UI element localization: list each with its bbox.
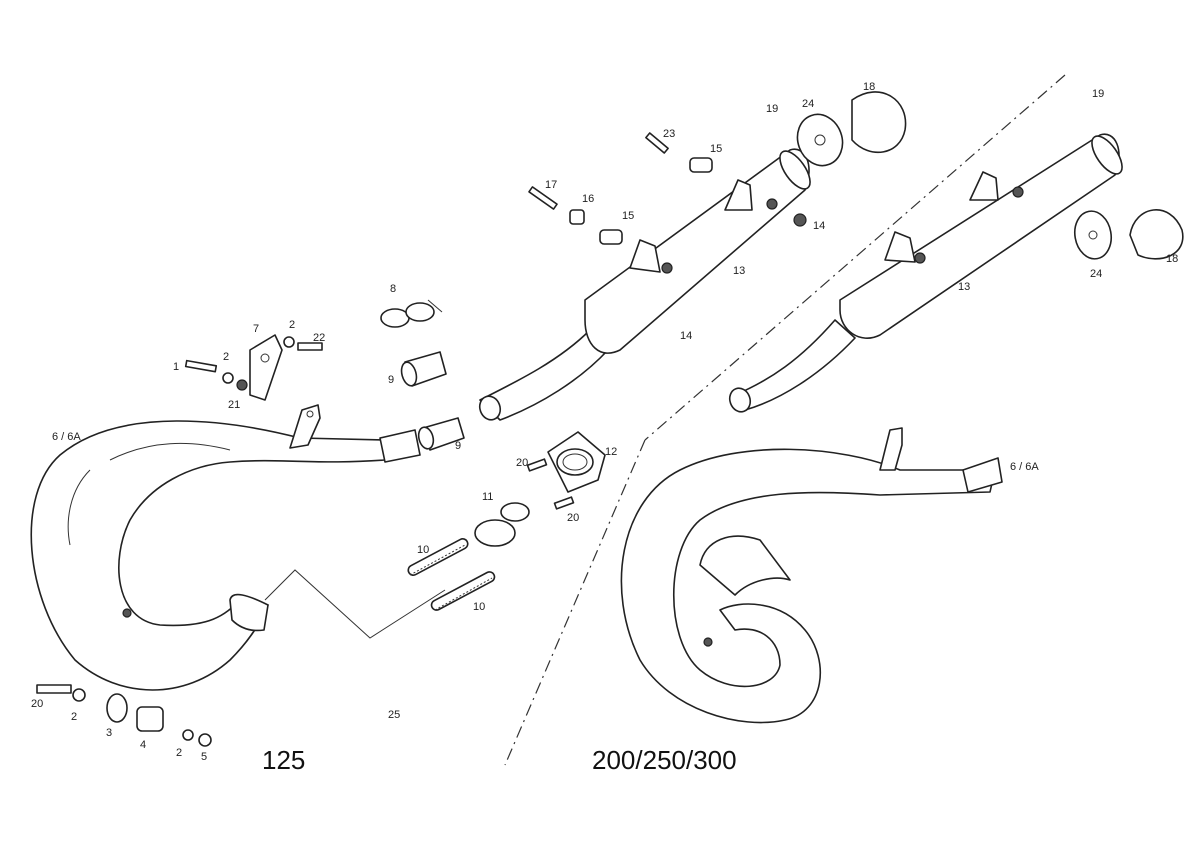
label-16: 16 xyxy=(582,193,594,205)
label-15a: 15 xyxy=(622,210,634,222)
label-10a: 10 xyxy=(417,544,429,556)
label-15b: 15 xyxy=(710,143,722,155)
label-9b: 9 xyxy=(455,440,461,452)
rubber-mount-4 xyxy=(136,706,164,732)
label-23: 23 xyxy=(663,128,675,140)
label-14b: 14 xyxy=(680,330,692,342)
flange-12 xyxy=(547,431,606,493)
label-20a: 20 xyxy=(516,457,528,469)
label-18b: 18 xyxy=(1166,253,1178,265)
label-2d: 2 xyxy=(176,747,182,759)
bracket-7 xyxy=(249,334,283,401)
label-2b: 2 xyxy=(289,319,295,331)
label-3: 3 xyxy=(106,727,112,739)
label-9a: 9 xyxy=(388,374,394,386)
screw-20b xyxy=(553,496,575,510)
clamp-8 xyxy=(380,299,443,328)
washer-3 xyxy=(106,693,128,723)
label-14a: 14 xyxy=(813,220,825,232)
label-12: 12 xyxy=(605,446,617,458)
variant-label-125: 125 xyxy=(262,745,305,775)
washer-24-right xyxy=(1073,210,1113,260)
coupler-9-lower xyxy=(417,417,465,451)
silencer-right xyxy=(728,133,1123,413)
label-8: 8 xyxy=(390,283,396,295)
bolt-20c xyxy=(36,684,72,694)
washer-24-top xyxy=(796,113,844,167)
label-10b: 10 xyxy=(473,601,485,613)
bolt-23 xyxy=(645,132,669,154)
label-21: 21 xyxy=(228,399,240,411)
label-18a: 18 xyxy=(863,81,875,93)
label-24a: 24 xyxy=(802,98,814,110)
nut-14a xyxy=(793,213,807,227)
spring-10-upper xyxy=(407,538,469,576)
label-22: 22 xyxy=(313,332,325,344)
reference-line-25 xyxy=(264,569,446,639)
label-19b: 19 xyxy=(1092,88,1104,100)
gasket-11 xyxy=(474,502,530,547)
bush-15a xyxy=(599,229,623,245)
label-20c: 20 xyxy=(31,698,43,710)
label-6a: 6 / 6A xyxy=(52,431,81,443)
nut-5 xyxy=(198,733,212,747)
label-5: 5 xyxy=(201,751,207,763)
label-24b: 24 xyxy=(1090,268,1102,280)
end-cap-18-top xyxy=(851,91,907,154)
washer-2a xyxy=(222,372,234,384)
grommet-16 xyxy=(569,209,585,225)
label-20b: 20 xyxy=(567,512,579,524)
end-cap-18-right xyxy=(1129,209,1184,260)
washer-2b xyxy=(283,336,295,348)
bolt-1 xyxy=(184,359,218,373)
bolt-22 xyxy=(297,342,323,351)
label-11: 11 xyxy=(482,491,493,503)
washer-2d xyxy=(182,729,194,741)
nut-21 xyxy=(236,379,248,391)
variant-label-200-250-300: 200/250/300 xyxy=(592,745,737,775)
label-2a: 2 xyxy=(223,351,229,363)
bolt-17 xyxy=(528,186,558,210)
label-4: 4 xyxy=(140,739,146,751)
silencer-left xyxy=(478,148,811,421)
washer-2c xyxy=(72,688,86,702)
spring-10-lower xyxy=(430,571,496,611)
label-17: 17 xyxy=(545,179,557,191)
label-25: 25 xyxy=(388,709,400,721)
label-6b: 6 / 6A xyxy=(1010,461,1039,473)
label-13a: 13 xyxy=(733,265,745,277)
label-13b: 13 xyxy=(958,281,970,293)
bush-15b xyxy=(689,157,713,173)
label-7: 7 xyxy=(253,323,259,335)
label-2c: 2 xyxy=(71,711,77,723)
expansion-chamber-left xyxy=(30,404,421,691)
separator-line-upper xyxy=(644,74,1066,441)
label-1: 1 xyxy=(173,361,179,373)
label-19a: 19 xyxy=(766,103,778,115)
coupler-9-upper xyxy=(400,351,447,387)
separator-line-lower xyxy=(504,439,646,766)
expansion-chamber-right xyxy=(620,427,1003,724)
screw-20a xyxy=(526,458,548,472)
